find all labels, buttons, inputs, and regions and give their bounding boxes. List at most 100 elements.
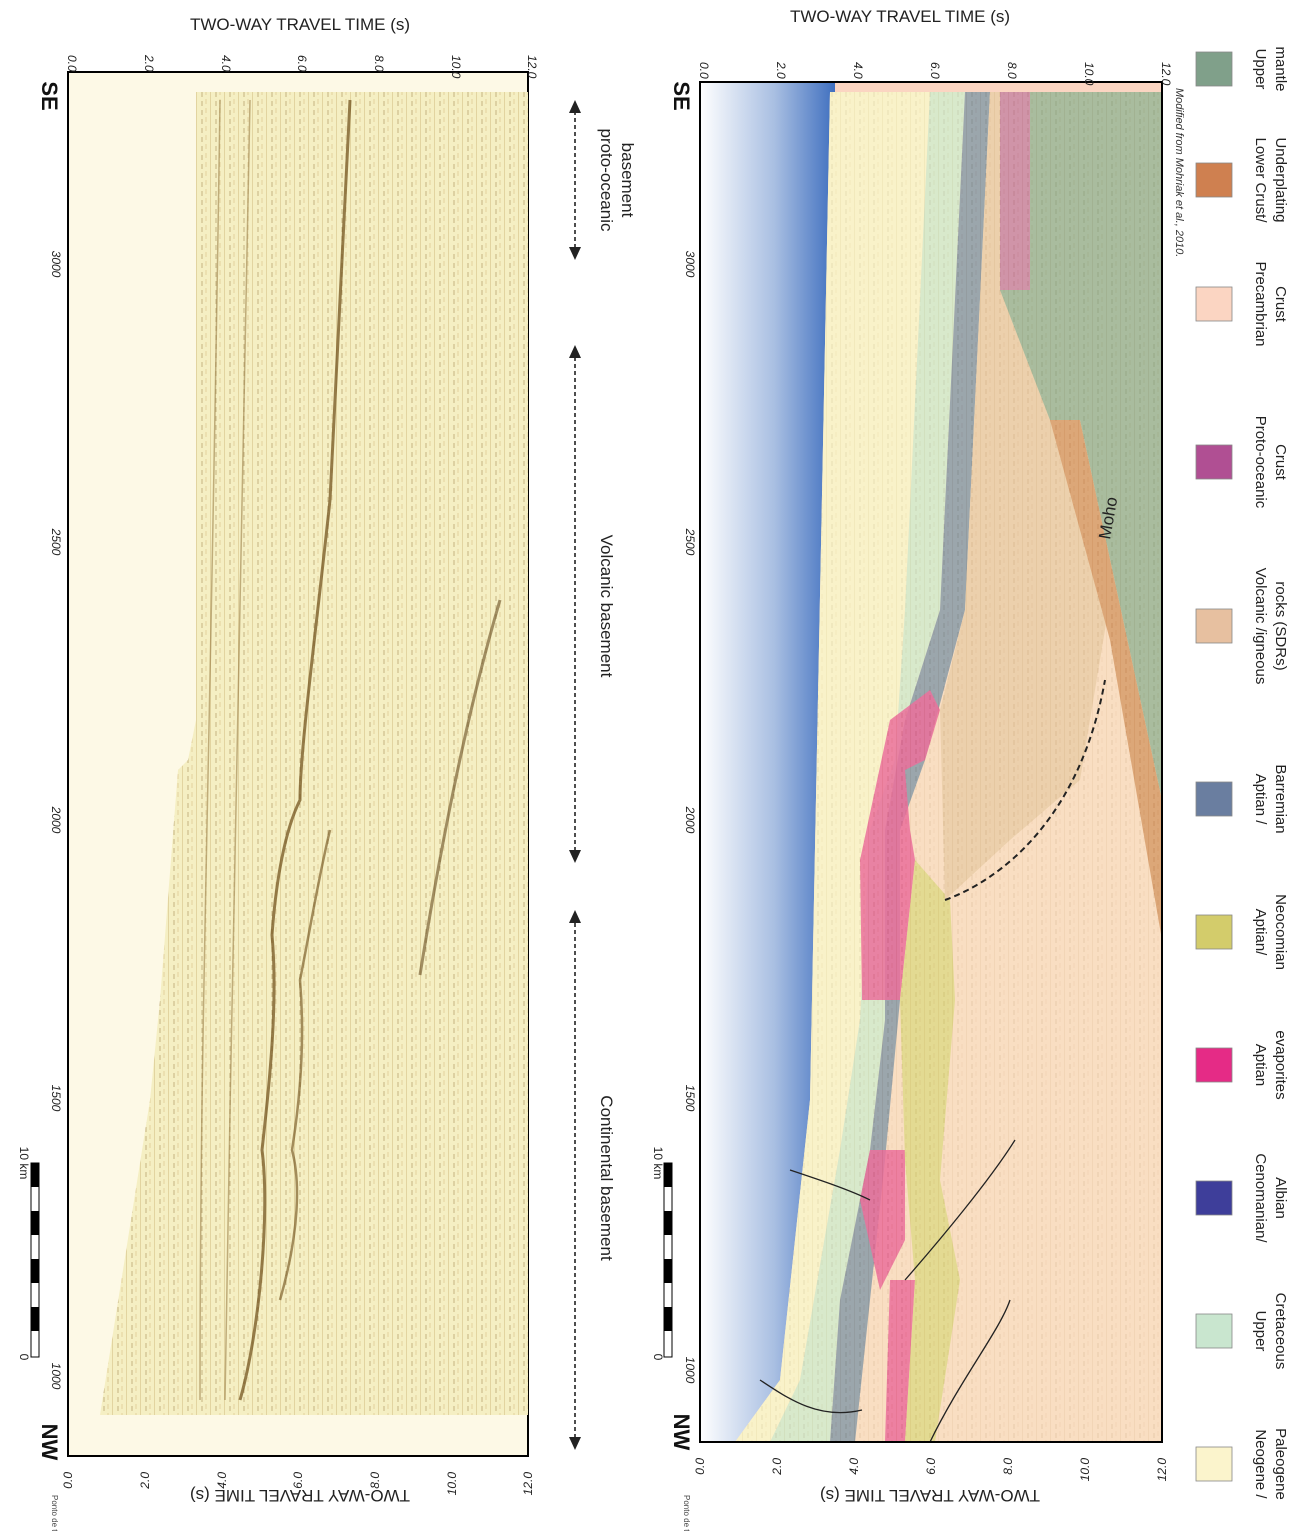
time-tick: 6.0	[291, 1472, 305, 1489]
legend-label-2: Albian	[1272, 1177, 1289, 1219]
right-nw-label: NW	[669, 1414, 694, 1451]
time-tick: 8.0	[368, 1472, 382, 1489]
shotpoint-tick: 1000	[683, 1357, 697, 1384]
right-scale-bar: 0 10 km	[651, 1147, 672, 1361]
legend-swatch	[1196, 287, 1232, 321]
shotpoint-tick: 2000	[49, 806, 63, 834]
time-tick: 0.0	[697, 62, 711, 79]
left-se-label: SE	[37, 81, 62, 110]
shotpoint-tick: 1500	[49, 1085, 63, 1112]
legend-label-2: Cretaceous	[1272, 1293, 1289, 1370]
scale-bar-end: 10 km	[17, 1147, 31, 1180]
scale-bar-end: 10 km	[651, 1147, 665, 1180]
legend-item: Lower Crust/ Underplating	[1196, 137, 1289, 223]
time-tick: 0.0	[693, 1458, 707, 1475]
arrow-head	[569, 850, 581, 863]
legend-label-2: Underplating	[1272, 137, 1289, 222]
time-tick: 10.0	[445, 1472, 459, 1496]
legend-label-2: Neocomian	[1272, 894, 1289, 970]
left-axis-title-top: TWO-WAY TRAVEL TIME (s)	[190, 15, 410, 34]
legend-item: Aptian/ Neocomian	[1196, 894, 1289, 970]
legend-label-1: Aptian	[1252, 1044, 1269, 1087]
zone-label-continental: Continental basement	[597, 1095, 616, 1261]
right-axis-title-top: TWO-WAY TRAVEL TIME (s)	[790, 7, 1010, 26]
legend-item: Neogene / Paleogene	[1196, 1428, 1289, 1500]
time-tick: 4.0	[847, 1458, 861, 1475]
time-tick: 2.0	[770, 1458, 784, 1476]
right-axis-title-bottom: TWO-WAY TRAVEL TIME (s)	[820, 1486, 1040, 1505]
left-shotpoint-ticks: 1000 1500 2000 2500 3000	[49, 251, 63, 1390]
time-tick: 10.0	[449, 55, 463, 79]
time-tick: 4.0	[219, 55, 233, 72]
legend-swatch	[1196, 782, 1232, 816]
legend-label-1: Aptian /	[1252, 774, 1269, 826]
time-tick: 6.0	[928, 62, 942, 79]
time-tick: 8.0	[1001, 1458, 1015, 1475]
time-tick: 0.0	[65, 55, 79, 72]
scale-bar-start: 0	[17, 1354, 31, 1361]
right-shotpoint-ticks: 1000 1500 2000 2500 3000	[683, 251, 697, 1384]
time-tick: 8.0	[1005, 62, 1019, 79]
time-tick: 8.0	[372, 55, 386, 72]
legend-swatch	[1196, 609, 1232, 643]
shotpoint-tick: 3000	[49, 251, 63, 278]
legend-label-2: evaporites	[1272, 1030, 1289, 1099]
time-tick: 6.0	[924, 1458, 938, 1475]
legend-label-1: Volcanic /igneous	[1252, 568, 1269, 685]
time-tick: 2.0	[142, 54, 156, 72]
arrow-head	[569, 247, 581, 260]
legend-label-1: Upper	[1252, 49, 1269, 90]
legend-item: Upper mantle	[1196, 46, 1289, 91]
right-panel: Moho TWO-WAY TRAVEL TIME (s) TWO-WAY TRA…	[651, 7, 1185, 1531]
time-tick: 2.0	[138, 1472, 152, 1490]
legend-label-2: Crust	[1272, 444, 1289, 481]
shotpoint-tick: 2500	[683, 528, 697, 556]
legend-label-2: Crust	[1272, 286, 1289, 323]
legend-item: Aptian evaporites	[1196, 1030, 1289, 1099]
legend-swatch	[1196, 1048, 1232, 1082]
right-se-label: SE	[669, 81, 694, 110]
shotpoint-tick: 2500	[49, 528, 63, 556]
shotpoint-tick: 1000	[49, 1363, 63, 1390]
zone-label-proto-oceanic-2: basement	[618, 143, 637, 218]
time-tick: 10.0	[1078, 1458, 1092, 1482]
legend: Neogene / Paleogene Upper Cretaceous Cen…	[1196, 46, 1289, 1499]
legend-swatch	[1196, 1447, 1232, 1481]
legend-swatch	[1196, 915, 1232, 949]
time-tick: 12.0	[525, 55, 539, 79]
legend-swatch	[1196, 1314, 1232, 1348]
shotpoint-tick: 2000	[683, 806, 697, 834]
legend-item: Proto-oceanic Crust	[1196, 416, 1289, 509]
legend-item: Aptian / Barremian	[1196, 764, 1289, 833]
shotpoint-tick: 3000	[683, 251, 697, 278]
legend-item: Upper Cretaceous	[1196, 1293, 1289, 1370]
time-tick: 4.0	[851, 62, 865, 79]
arrow-head	[569, 100, 581, 113]
left-scale-bar: 0 10 km	[17, 1147, 39, 1361]
legend-item: Cenomanian/ Albian	[1196, 1153, 1289, 1243]
time-tick: 12.0	[1155, 1458, 1169, 1482]
right-shotpoint-label: Ponto de tiro	[682, 1495, 691, 1531]
time-tick: 6.0	[295, 55, 309, 72]
legend-swatch	[1196, 445, 1232, 479]
scale-bar-start: 0	[651, 1354, 665, 1361]
right-bottom-time-ticks: 0.0 2.0 4.0 6.0 8.0 10.0 12.0	[693, 1458, 1169, 1482]
zone-label-proto-oceanic-1: proto-oceanic	[597, 128, 616, 232]
legend-swatch	[1196, 52, 1232, 86]
credit-note: Modified from Mohriak et al., 2010.	[1173, 88, 1185, 257]
time-tick: 0.0	[61, 1472, 75, 1489]
legend-label-1: Proto-oceanic	[1252, 416, 1269, 509]
legend-label-1: Precambrian	[1252, 261, 1269, 346]
time-tick: 10.0	[1082, 62, 1096, 86]
arrow-head	[569, 910, 581, 923]
time-tick: 2.0	[774, 61, 788, 79]
left-panel: TWO-WAY TRAVEL TIME (s) TWO-WAY TRAVEL T…	[17, 15, 539, 1531]
legend-item: Precambrian Crust	[1196, 261, 1289, 346]
arrow-head	[569, 345, 581, 358]
time-tick: 4.0	[215, 1472, 229, 1489]
legend-swatch	[1196, 163, 1232, 197]
shotpoint-tick: 1500	[683, 1085, 697, 1112]
legend-swatch	[1196, 1181, 1232, 1215]
legend-label-1: Cenomanian/	[1252, 1153, 1269, 1243]
